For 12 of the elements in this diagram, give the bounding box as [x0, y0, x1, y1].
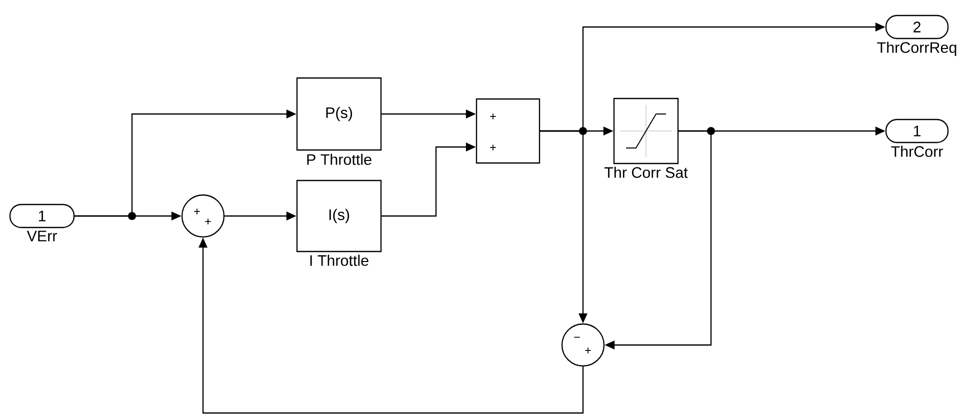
block-name: Thr Corr Sat [604, 166, 688, 178]
port-name: VErr [26, 230, 57, 242]
transfer-function-block: P(s) [296, 77, 382, 151]
port-block: 2 [885, 14, 949, 40]
port-block: 1 [9, 204, 75, 228]
block-name: I Throttle [310, 254, 368, 266]
port-name: ThrCorr [891, 146, 943, 157]
port-block: 1 [885, 118, 949, 144]
block-name: P Throttle [307, 154, 372, 165]
sum-block: + + [476, 98, 540, 164]
port-name: ThrCorrReq [877, 42, 956, 56]
transfer-function-block: I(s) [296, 180, 382, 252]
